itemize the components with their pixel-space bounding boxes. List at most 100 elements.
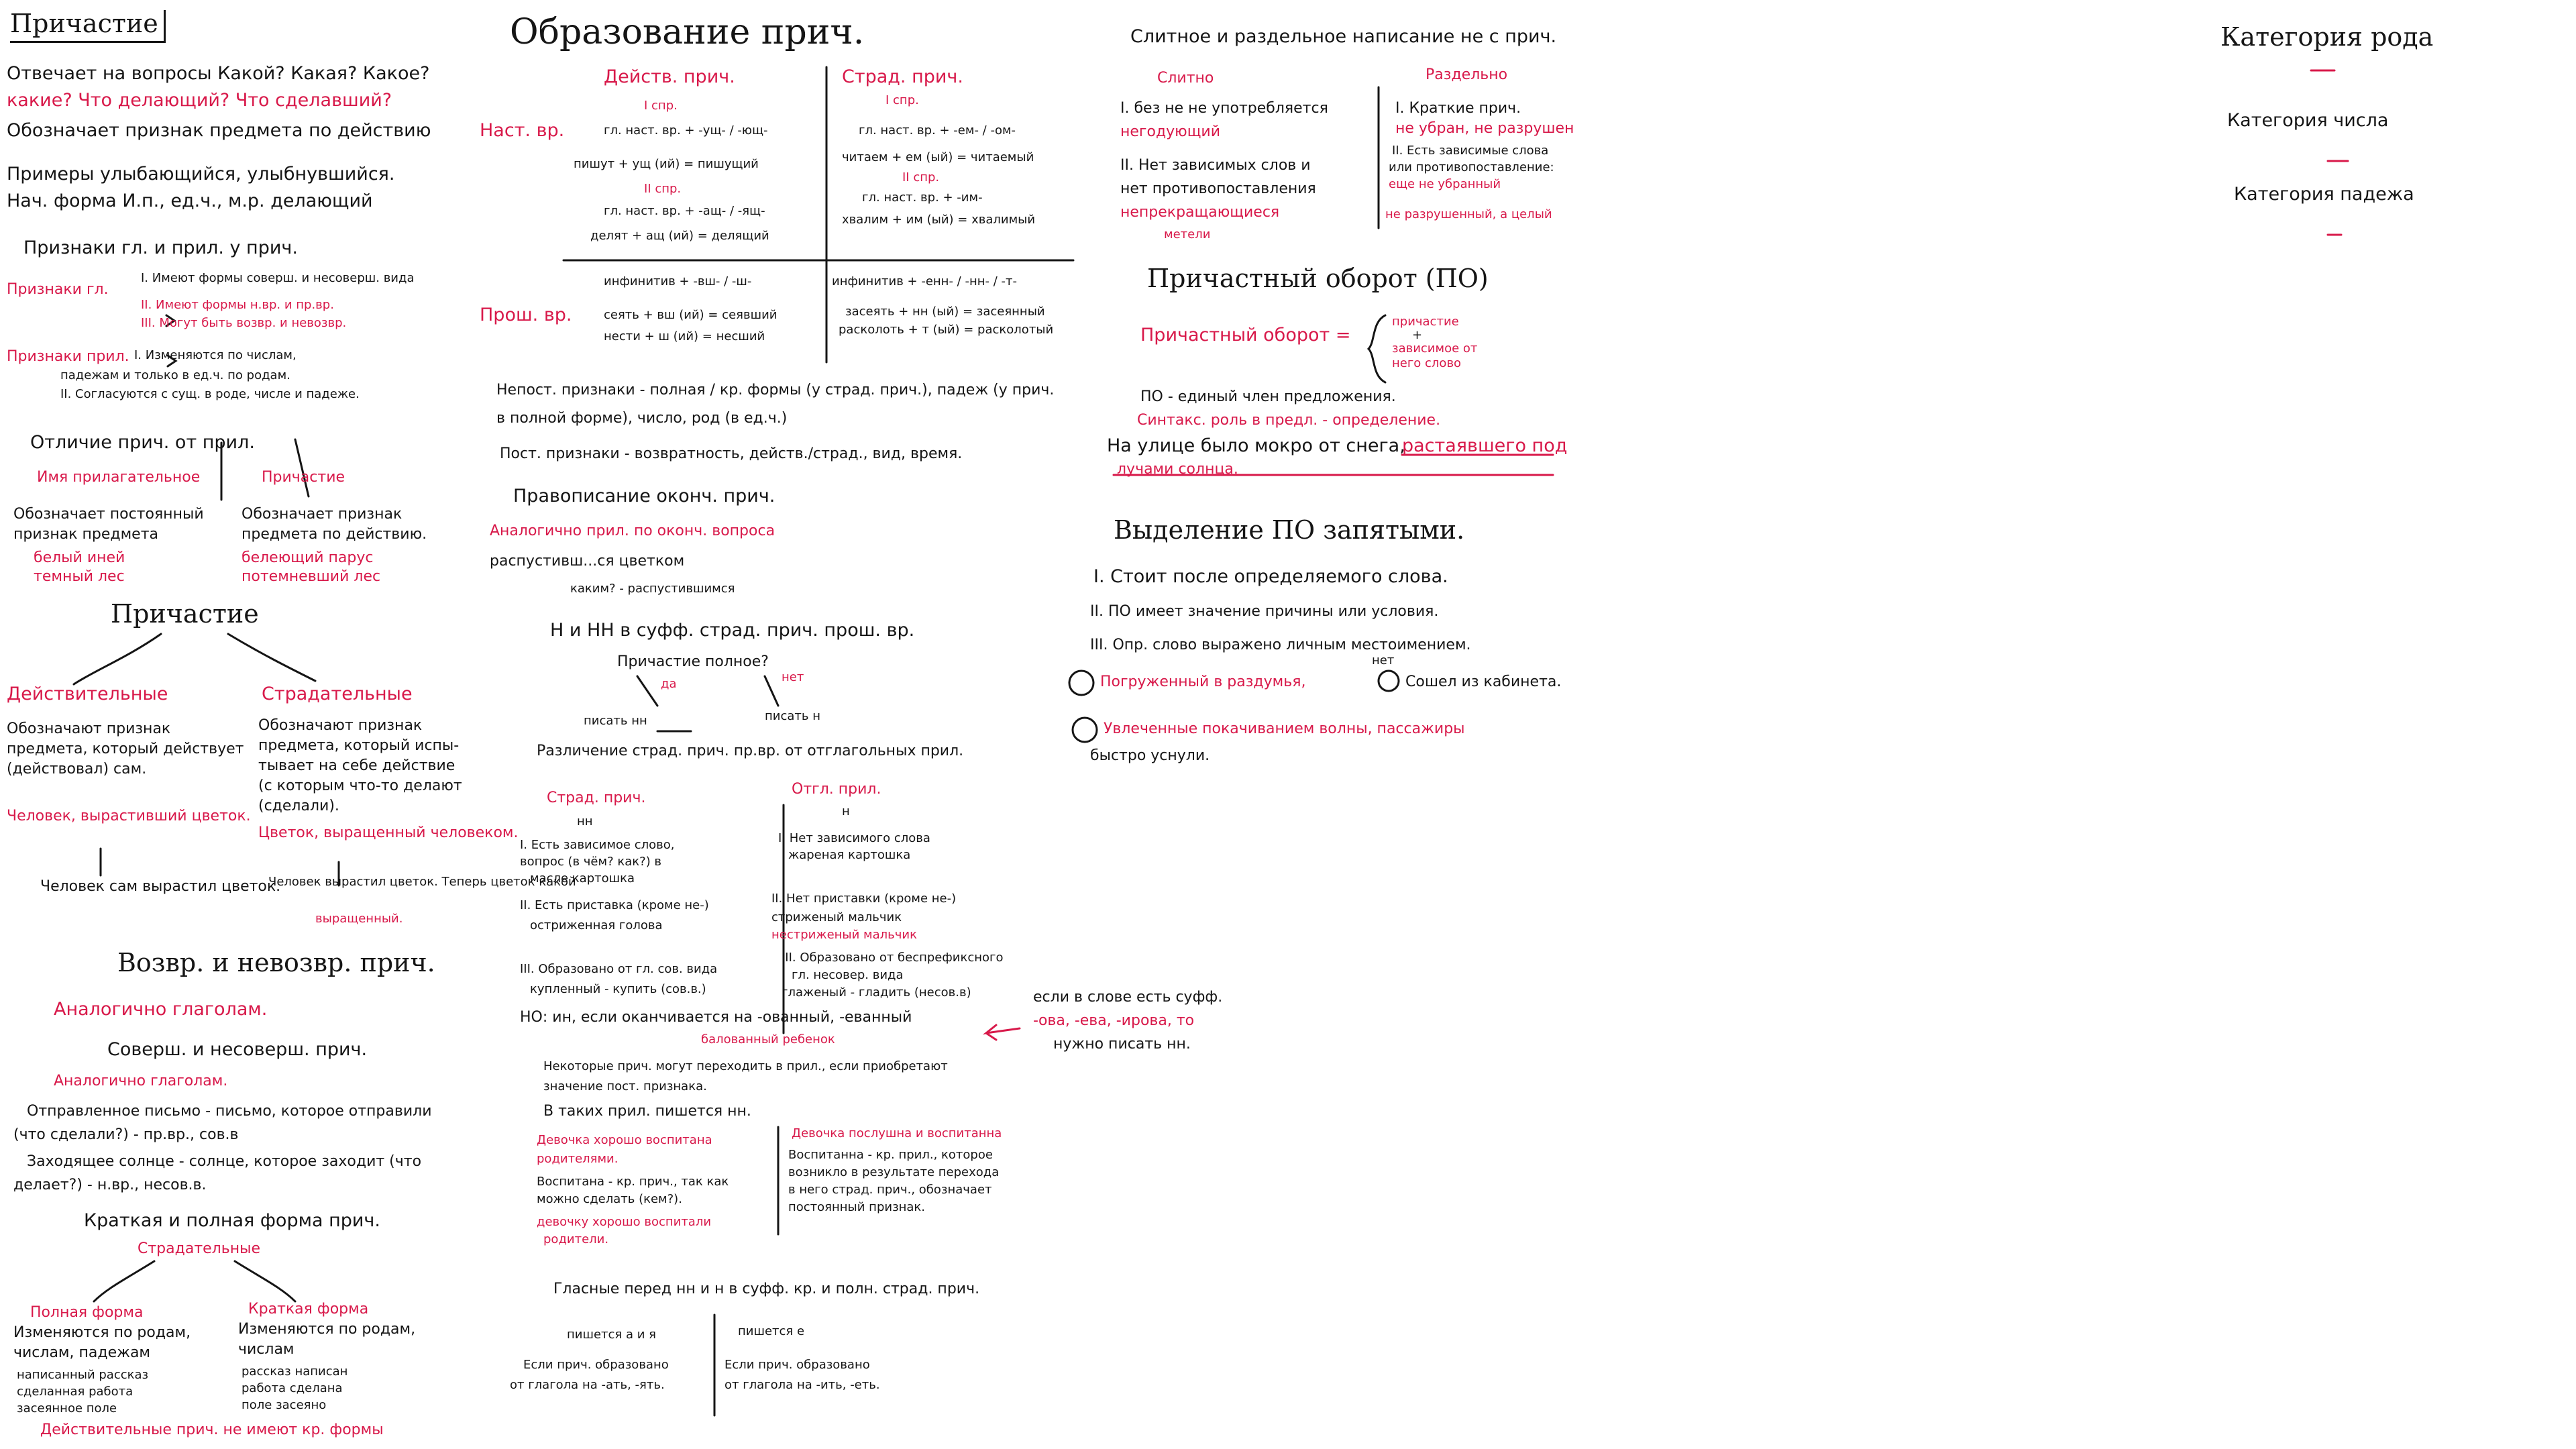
diff-part-ex-1: белеющий парус (241, 549, 374, 566)
c1-line-1: гл. наст. вр. + -ущ- / -ющ- (604, 123, 768, 138)
question-line-1: Отвечает на вопросы Какой? Какая? Какое? (7, 63, 430, 84)
c4-line-2: засеять + нн (ый) = засеянный (845, 305, 1045, 319)
dist-right-1b: жареная картошка (788, 848, 911, 862)
c2-conj2: II спр. (902, 170, 940, 184)
full-form-5: засеянное поле (17, 1401, 117, 1415)
po-dep-2: него слово (1392, 356, 1462, 370)
adj-sign-1: I. Изменяются по числам, (134, 348, 297, 362)
po-part: причастие (1392, 315, 1459, 329)
adj-sign-3: II. Согласуются с сущ. в роде, числе и п… (60, 387, 360, 401)
separate-head: Раздельно (1426, 66, 1508, 83)
active-text-1: Обозначают признак (7, 720, 171, 737)
short-form-footer: Действительные прич. не имеют кр. формы (40, 1421, 384, 1438)
ne-title: Слитное и раздельное написание не с прич… (1130, 26, 1557, 47)
comma-example-2b: быстро уснули. (1090, 747, 1210, 764)
joined-2c: непрекращающиеся (1120, 204, 1280, 221)
joined-head: Слитно (1157, 70, 1214, 87)
comma-example-1: Погруженный в раздумья, (1100, 674, 1306, 690)
joined-1: I. без не не употребляется (1120, 100, 1328, 117)
adj-signs-head: Признаки прил. (7, 348, 129, 365)
nn-example-1: писать нн (584, 714, 647, 728)
full-form-1: Изменяются по родам, (13, 1324, 191, 1341)
diff-part-text-2: предмета по действию. (241, 526, 427, 543)
dist-right-n: н (842, 804, 850, 818)
dist-left-nn: нн (577, 814, 593, 828)
passive-text-4: (с которым что-то делают (258, 777, 462, 794)
c3-line-1: инфинитив + -вш- / -ш- (604, 274, 752, 288)
example-left-5: девочку хорошо воспитали (537, 1215, 712, 1229)
example-left-2: родителями. (537, 1152, 619, 1166)
c1-line-4: делят + ащ (ий) = делящий (590, 229, 769, 243)
dist-right-2b: стриженый мальчик (771, 910, 902, 924)
comma-title: Выделение ПО запятыми. (1114, 515, 1465, 545)
comma-rule-1: I. Стоит после определяемого слова. (1093, 566, 1448, 587)
transfer-2: значение пост. признака. (543, 1079, 707, 1093)
c3-line-2: сеять + вш (ий) = сеявший (604, 308, 777, 322)
po-role: ПО - единый член предложения. (1140, 388, 1396, 405)
side-note-2: -ова, -ева, -ирова, то (1033, 1012, 1195, 1029)
brace-po (1366, 314, 1387, 384)
po-example-1b: растаявшего под (1402, 435, 1568, 456)
full-form-2: числам, падежам (13, 1344, 151, 1361)
c2-conj1: I спр. (885, 93, 919, 107)
diff-adj-ex-2: темный лес (34, 568, 125, 585)
comma-rule-3: III. Опр. слово выражено личным местоиме… (1090, 637, 1471, 653)
transfer-3: В таких прил. пишется нн. (543, 1103, 751, 1120)
separate-2b: или противопоставление: (1389, 160, 1554, 174)
c2-line-3: гл. наст. вр. + -им- (862, 191, 983, 205)
passive-head: Страдательные (262, 684, 413, 704)
category-number: Категория числа (2227, 110, 2389, 131)
signs-title: Признаки гл. и прил. у прич. (23, 237, 298, 258)
passive-text-5: (сделали). (258, 798, 339, 814)
endings-sub: Аналогично прил. по оконч. вопроса (490, 523, 775, 539)
po-title: Причастный оборот (ПО) (1147, 264, 1489, 293)
distinction-title: Различение страд. прич. пр.вр. от отглаг… (537, 743, 964, 759)
diff-title: Отличие прич. от прил. (30, 432, 255, 453)
verb-signs-head: Признаки гл. (7, 281, 109, 298)
po-example-2: лучами солнца. (1117, 461, 1238, 478)
active-head: Действительные (7, 684, 168, 704)
po-definition: Причастный оборот = (1140, 325, 1351, 345)
short-form-5: поле засеяно (241, 1398, 327, 1412)
vowel-left-head: пишется а и я (567, 1328, 656, 1342)
c1-line-2: пишут + ущ (ий) = пишущий (574, 157, 759, 171)
c2-line-4: хвалим + им (ый) = хвалимый (842, 213, 1036, 227)
short-form-3: рассказ написан (241, 1364, 348, 1379)
aspect-example-1b: (что сделали?) - пр.вр., сов.в (13, 1126, 239, 1143)
full-form-4: сделанная работа (17, 1385, 133, 1399)
short-form-4: работа сделана (241, 1381, 343, 1395)
side-note-3: нужно писать нн. (1053, 1036, 1191, 1053)
vowel-left-2: от глагола на -ать, -ять. (510, 1378, 665, 1392)
dist-left-2: II. Есть приставка (кроме не-) (520, 898, 709, 912)
c1-conj2: II спр. (644, 182, 682, 196)
arrow-right-branch (227, 633, 317, 682)
separate-2c: еще не убранный (1389, 177, 1501, 191)
passive-example-3: выращенный. (315, 912, 403, 926)
separate-2d: не разрушенный, а целый (1385, 207, 1552, 221)
reflexive-sub: Аналогично глаголам. (54, 999, 268, 1020)
verb-sign-2: II. Имеют формы н.вр. и пр.вр. (141, 298, 334, 312)
diff-adj-text-1: Обозначает постоянный (13, 506, 204, 523)
full-form-head: Полная форма (30, 1304, 144, 1321)
arrow-short-form (233, 1260, 297, 1303)
endings-title: Правописание оконч. прич. (513, 486, 775, 506)
forms-title: Краткая и полная форма прич. (84, 1210, 380, 1231)
diff-part-ex-2: потемневший лес (241, 568, 381, 585)
formation-active-head: Действ. прич. (604, 66, 735, 87)
perm-signs: Пост. признаки - возвратность, действ./с… (500, 445, 963, 462)
c2-line-1: гл. наст. вр. + -ем- / -ом- (859, 123, 1016, 138)
comma-rule-2: II. ПО имеет значение причины или услови… (1090, 603, 1439, 620)
endings-example-1: распустивш...ся цветком (490, 553, 685, 570)
active-example-2: Человек сам вырастил цветок. (40, 878, 281, 895)
example-left-6: родители. (543, 1232, 609, 1246)
nn-no: нет (782, 670, 804, 684)
nn-title: Н и НН в суфф. страд. прич. прош. вр. (550, 620, 915, 641)
joined-1b: негодующий (1120, 123, 1221, 140)
po-dep: зависимое от (1392, 341, 1478, 356)
dist-left-2b: остриженная голова (530, 918, 663, 932)
transfer-1: Некоторые прич. могут переходить в прил.… (543, 1059, 948, 1073)
passive-example: Цветок, выращенный человеком. (258, 824, 519, 841)
examples-line: Примеры улыбающийся, улыбнувшийся. (7, 164, 395, 184)
dist-left-4b: балованный ребенок (701, 1032, 835, 1046)
comma-example-2: Увлеченные покачиванием волны, пассажиры (1104, 720, 1465, 737)
